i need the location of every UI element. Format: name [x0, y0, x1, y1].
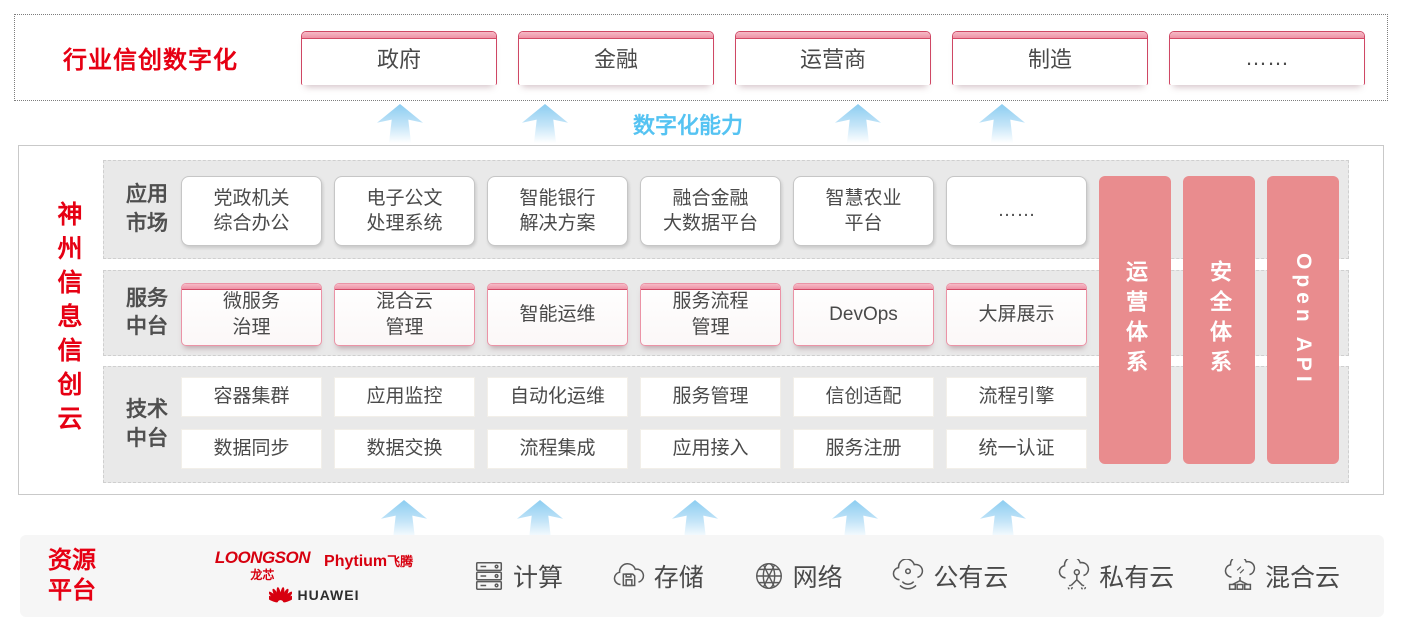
app-box: 智慧农业 平台 — [793, 176, 934, 246]
service-box: 混合云 管理 — [334, 283, 475, 346]
service-box: 服务流程 管理 — [640, 283, 781, 346]
phytium-cn-label: 飞腾 — [387, 553, 414, 569]
sector-tab-operator: 运营商 — [735, 30, 931, 85]
up-arrow-icon — [832, 500, 878, 539]
phytium-wordmark: Phytium — [324, 552, 388, 570]
vendor-logos: LOONGSON 龙芯 Phytium飞腾 — [198, 548, 430, 605]
pillar-operations: 运营体系 — [1099, 176, 1171, 464]
resource-label: 私有云 — [1099, 564, 1175, 592]
app-box: 党政机关 综合办公 — [181, 176, 322, 246]
tech-box: 自动化运维 — [487, 377, 628, 417]
platform-box: 神州信息信创云 应用 市场 党政机关 综合办公 电子公文 处理系统 智能银行 解… — [18, 145, 1384, 495]
app-box: 智能银行 解决方案 — [487, 176, 628, 246]
service-box: 智能运维 — [487, 283, 628, 346]
tech-box: 应用监控 — [334, 377, 475, 417]
tech-box: 应用接入 — [640, 429, 781, 469]
industry-layer-title: 行业信创数字化 — [63, 47, 238, 74]
tech-box: 服务注册 — [793, 429, 934, 469]
resource-item-hybrid-cloud: 混合云 — [1222, 558, 1340, 594]
sector-tab-more: …… — [1169, 30, 1365, 85]
up-arrow-icon — [980, 500, 1026, 539]
hybrid-cloud-icon — [1224, 559, 1256, 590]
tech-box: 数据同步 — [181, 429, 322, 469]
up-arrow-icon — [377, 104, 423, 143]
service-box: DevOps — [793, 283, 934, 346]
resource-label: 网络 — [792, 564, 843, 592]
industry-layer: 行业信创数字化 政府 金融 运营商 制造 …… — [14, 14, 1388, 101]
band-label-tech: 技术 中台 — [126, 398, 168, 450]
huawei-logo: HUAWEI — [268, 586, 360, 605]
loongson-cn-label: 龙芯 — [250, 567, 275, 582]
resource-item-storage: 存储 — [611, 558, 704, 594]
public-cloud-icon — [893, 559, 924, 590]
resource-item-public-cloud: 公有云 — [890, 558, 1008, 594]
resource-layer: 资源 平台 LOONGSON 龙芯 Phytium飞腾 — [20, 535, 1384, 617]
resource-label: 存储 — [653, 564, 704, 592]
tech-box: 容器集群 — [181, 377, 322, 417]
resource-label: 混合云 — [1264, 564, 1340, 592]
capability-label: 数字化能力 — [632, 113, 743, 138]
sector-tabs: 政府 金融 运营商 制造 …… — [301, 30, 1365, 85]
network-icon — [755, 563, 782, 589]
up-arrow-icon — [522, 104, 568, 143]
huawei-flower-icon — [268, 586, 292, 602]
tech-box-grid-row1: 容器集群 应用监控 自动化运维 服务管理 信创适配 流程引擎 — [181, 377, 1087, 417]
phytium-logo: Phytium飞腾 — [324, 551, 413, 571]
resource-item-network: 网络 — [752, 558, 843, 594]
up-arrow-icon — [381, 500, 427, 539]
pillar-open-api: Open API — [1267, 176, 1339, 464]
up-arrow-icon — [517, 500, 563, 539]
sector-tab-manufacturing: 制造 — [952, 30, 1148, 85]
compute-icon — [475, 562, 503, 590]
pillar-security: 安全体系 — [1183, 176, 1255, 464]
tech-box: 流程集成 — [487, 429, 628, 469]
service-box-grid: 微服务 治理 混合云 管理 智能运维 服务流程 管理 DevOps 大屏展示 — [181, 283, 1087, 346]
sector-tab-government: 政府 — [301, 30, 497, 85]
tech-box: 流程引擎 — [946, 377, 1087, 417]
platform-title: 神州信息信创云 — [54, 201, 82, 439]
app-box-more: …… — [946, 176, 1087, 246]
huawei-wordmark: HUAWEI — [297, 587, 360, 603]
resource-item-private-cloud: 私有云 — [1056, 558, 1174, 594]
loongson-wordmark: LOONGSON — [214, 547, 311, 567]
loongson-logo: LOONGSON 龙芯 — [214, 547, 311, 583]
app-box: 电子公文 处理系统 — [334, 176, 475, 246]
storage-icon — [613, 563, 644, 587]
resource-layer-title: 资源 平台 — [48, 547, 96, 604]
sector-tab-finance: 金融 — [518, 30, 714, 85]
up-arrow-icon — [835, 104, 881, 143]
resource-item-compute: 计算 — [472, 558, 563, 594]
tech-box-grid-row2: 数据同步 数据交换 流程集成 应用接入 服务注册 统一认证 — [181, 429, 1087, 469]
tech-box: 信创适配 — [793, 377, 934, 417]
resource-label: 计算 — [513, 564, 564, 592]
tech-box: 服务管理 — [640, 377, 781, 417]
band-label-service: 服务 中台 — [126, 286, 168, 338]
up-arrow-icon — [979, 104, 1025, 143]
resource-label: 公有云 — [933, 564, 1009, 592]
up-arrow-icon — [672, 500, 718, 539]
resource-items: 计算 存储 — [472, 558, 1340, 594]
tech-box: 统一认证 — [946, 429, 1087, 469]
private-cloud-icon — [1058, 559, 1090, 590]
band-label-app-market: 应用 市场 — [126, 183, 168, 235]
tech-box: 数据交换 — [334, 429, 475, 469]
service-box: 大屏展示 — [946, 283, 1087, 346]
app-box-grid: 党政机关 综合办公 电子公文 处理系统 智能银行 解决方案 融合金融 大数据平台… — [181, 176, 1087, 246]
app-box: 融合金融 大数据平台 — [640, 176, 781, 246]
service-box: 微服务 治理 — [181, 283, 322, 346]
tech-band: 技术 中台 容器集群 应用监控 自动化运维 服务管理 信创适配 流程引擎 数据同… — [103, 366, 1349, 483]
